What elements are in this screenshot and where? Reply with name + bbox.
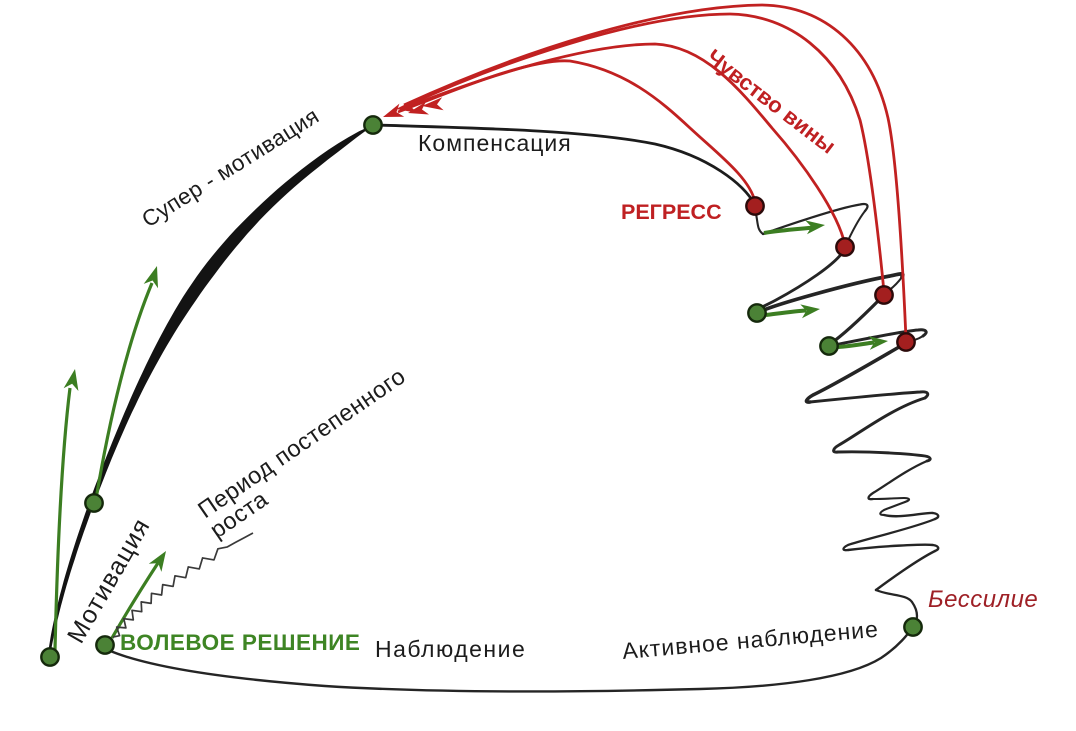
svg-text:Чувство вины: Чувство вины [702, 44, 841, 159]
svg-text:Наблюдение: Наблюдение [375, 636, 526, 662]
svg-text:Компенсация: Компенсация [418, 130, 572, 156]
svg-text:Бессилие: Бессилие [928, 586, 1038, 613]
svg-text:Мотивация: Мотивация [62, 513, 156, 648]
svg-text:РЕГРЕСС: РЕГРЕСС [621, 200, 722, 224]
svg-text:Период постепенного: Период постепенного [193, 363, 410, 523]
svg-text:Супер - мотивация: Супер - мотивация [137, 103, 323, 232]
svg-text:ВОЛЕВОЕ РЕШЕНИЕ: ВОЛЕВОЕ РЕШЕНИЕ [120, 630, 360, 655]
svg-text:Активное наблюдение: Активное наблюдение [621, 616, 880, 664]
